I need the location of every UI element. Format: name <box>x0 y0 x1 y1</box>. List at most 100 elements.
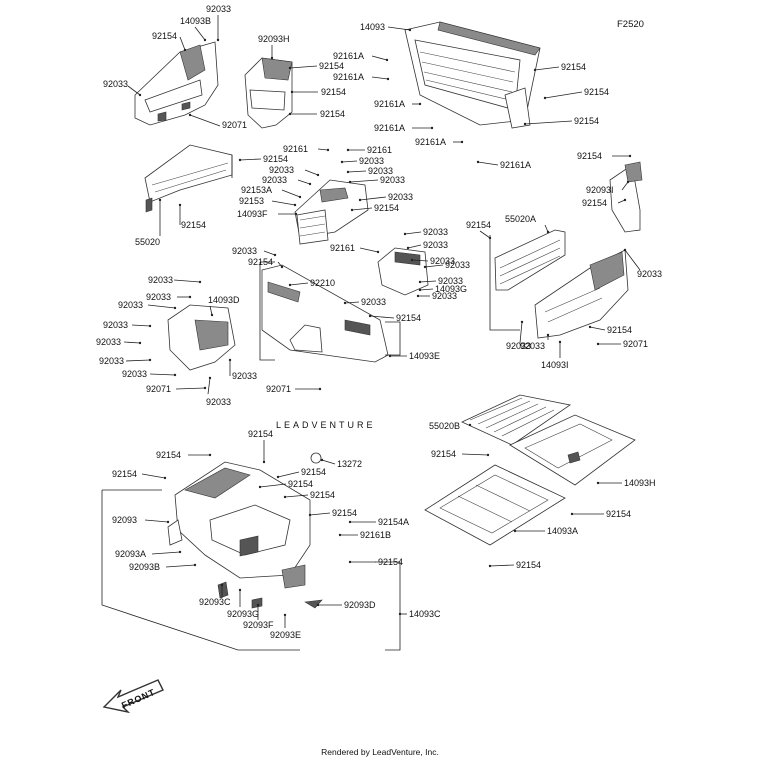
callout-92154: 92154 <box>276 467 326 479</box>
leader-dot <box>256 603 260 607</box>
part-number-label: 92033 <box>118 300 143 310</box>
assembly-outlines <box>101 155 520 651</box>
callout-92093f: 92093F <box>243 603 274 630</box>
part-number-label: 92154 <box>321 87 346 97</box>
callout-92071: 92071 <box>266 384 322 394</box>
callout-92161a: 92161A <box>333 51 389 62</box>
callout-14093a: 14093A <box>513 526 578 536</box>
leader-line <box>149 373 176 376</box>
callout-92033: 92033 <box>340 156 384 166</box>
part-number-label: 92093H <box>258 34 290 44</box>
callout-92071: 92071 <box>146 384 207 394</box>
callout-55020a: 55020A <box>505 214 550 234</box>
part-number-label: 92033 <box>122 369 147 379</box>
callout-14093: 14093 <box>360 22 412 32</box>
leader-dot <box>488 236 492 240</box>
part-number-label: 92154 <box>319 61 344 71</box>
leader-dot <box>358 198 362 202</box>
leader-line <box>297 179 311 185</box>
part-number-label: 92093C <box>199 597 231 607</box>
leader-line <box>534 66 560 71</box>
part-number-label: 92161 <box>330 243 355 253</box>
leader-dot <box>178 203 182 207</box>
leader-dot <box>276 475 280 479</box>
part-number-label: 92093A <box>115 549 146 559</box>
leader-dot <box>198 280 202 284</box>
callout-92033: 92033 <box>122 369 177 379</box>
leader-line <box>369 315 395 319</box>
callout-92033: 92033 <box>403 227 448 237</box>
part-number-label: 92071 <box>623 339 648 349</box>
part-number-label: 92154 <box>374 203 399 213</box>
fender-92093h <box>244 57 293 129</box>
leader-dot <box>596 481 600 485</box>
part-number-label: 13272 <box>337 459 362 469</box>
callout-92154: 92154 <box>523 116 599 126</box>
front-frame-14093c <box>167 452 323 609</box>
leader-line <box>127 85 141 96</box>
callout-92154: 92154 <box>248 429 273 464</box>
leader-dot <box>273 253 277 257</box>
leader-dot <box>338 533 342 537</box>
callout-92033: 92033 <box>262 175 312 186</box>
part-number-label: 14093F <box>237 209 268 219</box>
callout-92154: 92154 <box>368 313 421 323</box>
callout-92154a: 92154A <box>348 517 409 527</box>
callout-92093e: 92093E <box>270 613 301 640</box>
callout-92071: 92071 <box>596 339 648 349</box>
part-number-label: 92093D <box>344 600 376 610</box>
cargo-bed-14093 <box>404 21 541 129</box>
part-number-label: 92154A <box>378 517 409 527</box>
leader-line <box>123 341 141 344</box>
leader-dot <box>588 325 592 329</box>
leader-dot <box>486 453 490 457</box>
leader-line <box>524 120 573 125</box>
leader-dot <box>288 283 292 287</box>
part-number-label: 92033 <box>146 292 171 302</box>
part-number-label: 92033 <box>103 79 128 89</box>
leader-dot <box>416 294 420 298</box>
part-number-label: 92161A <box>333 72 364 82</box>
part-number-label: 92154 <box>607 325 632 335</box>
part-number-label: 92154 <box>606 509 631 519</box>
callout-92161a: 92161A <box>476 160 531 170</box>
leader-dot <box>623 248 627 252</box>
leader-dot <box>318 387 322 391</box>
part-number-label: 92033 <box>637 269 662 279</box>
callout-92154: 92154 <box>112 469 167 480</box>
callout-92093i: 92093I <box>586 180 630 195</box>
leader-line <box>589 326 606 331</box>
callout-92033: 92033 <box>228 358 257 381</box>
leader-dot <box>316 603 320 607</box>
leader-line <box>179 36 186 51</box>
leader-line <box>477 161 499 166</box>
callout-92033: 92033 <box>99 356 152 366</box>
part-number-label: 92161A <box>333 51 364 61</box>
leader-dot <box>298 195 302 199</box>
leader-line <box>347 170 367 173</box>
part-number-label: 92033 <box>96 337 121 347</box>
footer-credit: Rendered by LeadVenture, Inc. <box>321 747 439 757</box>
leader-dot <box>270 56 274 60</box>
floor-panel-55020 <box>144 144 233 213</box>
leader-dot <box>208 453 212 457</box>
leader-line <box>371 55 388 61</box>
part-number-label: 92154 <box>288 479 313 489</box>
callout-92154: 92154 <box>152 31 187 52</box>
callout-92033: 92033 <box>506 320 531 351</box>
leader-line <box>341 160 358 163</box>
leader-line <box>544 224 549 233</box>
leader-dot <box>626 180 630 184</box>
leader-dot <box>385 58 389 62</box>
leader-dot <box>376 250 380 254</box>
leader-line <box>304 169 319 176</box>
callout-14093c: 14093C <box>398 609 441 619</box>
leader-dot <box>283 613 287 617</box>
part-number-label: 92033 <box>520 341 545 351</box>
leader-line <box>624 249 641 271</box>
part-number-label: 92161A <box>415 137 446 147</box>
leader-line <box>271 200 296 206</box>
callout-92161b: 92161B <box>338 530 391 540</box>
part-number-label: 92033 <box>359 156 384 166</box>
leader-line <box>284 494 309 498</box>
